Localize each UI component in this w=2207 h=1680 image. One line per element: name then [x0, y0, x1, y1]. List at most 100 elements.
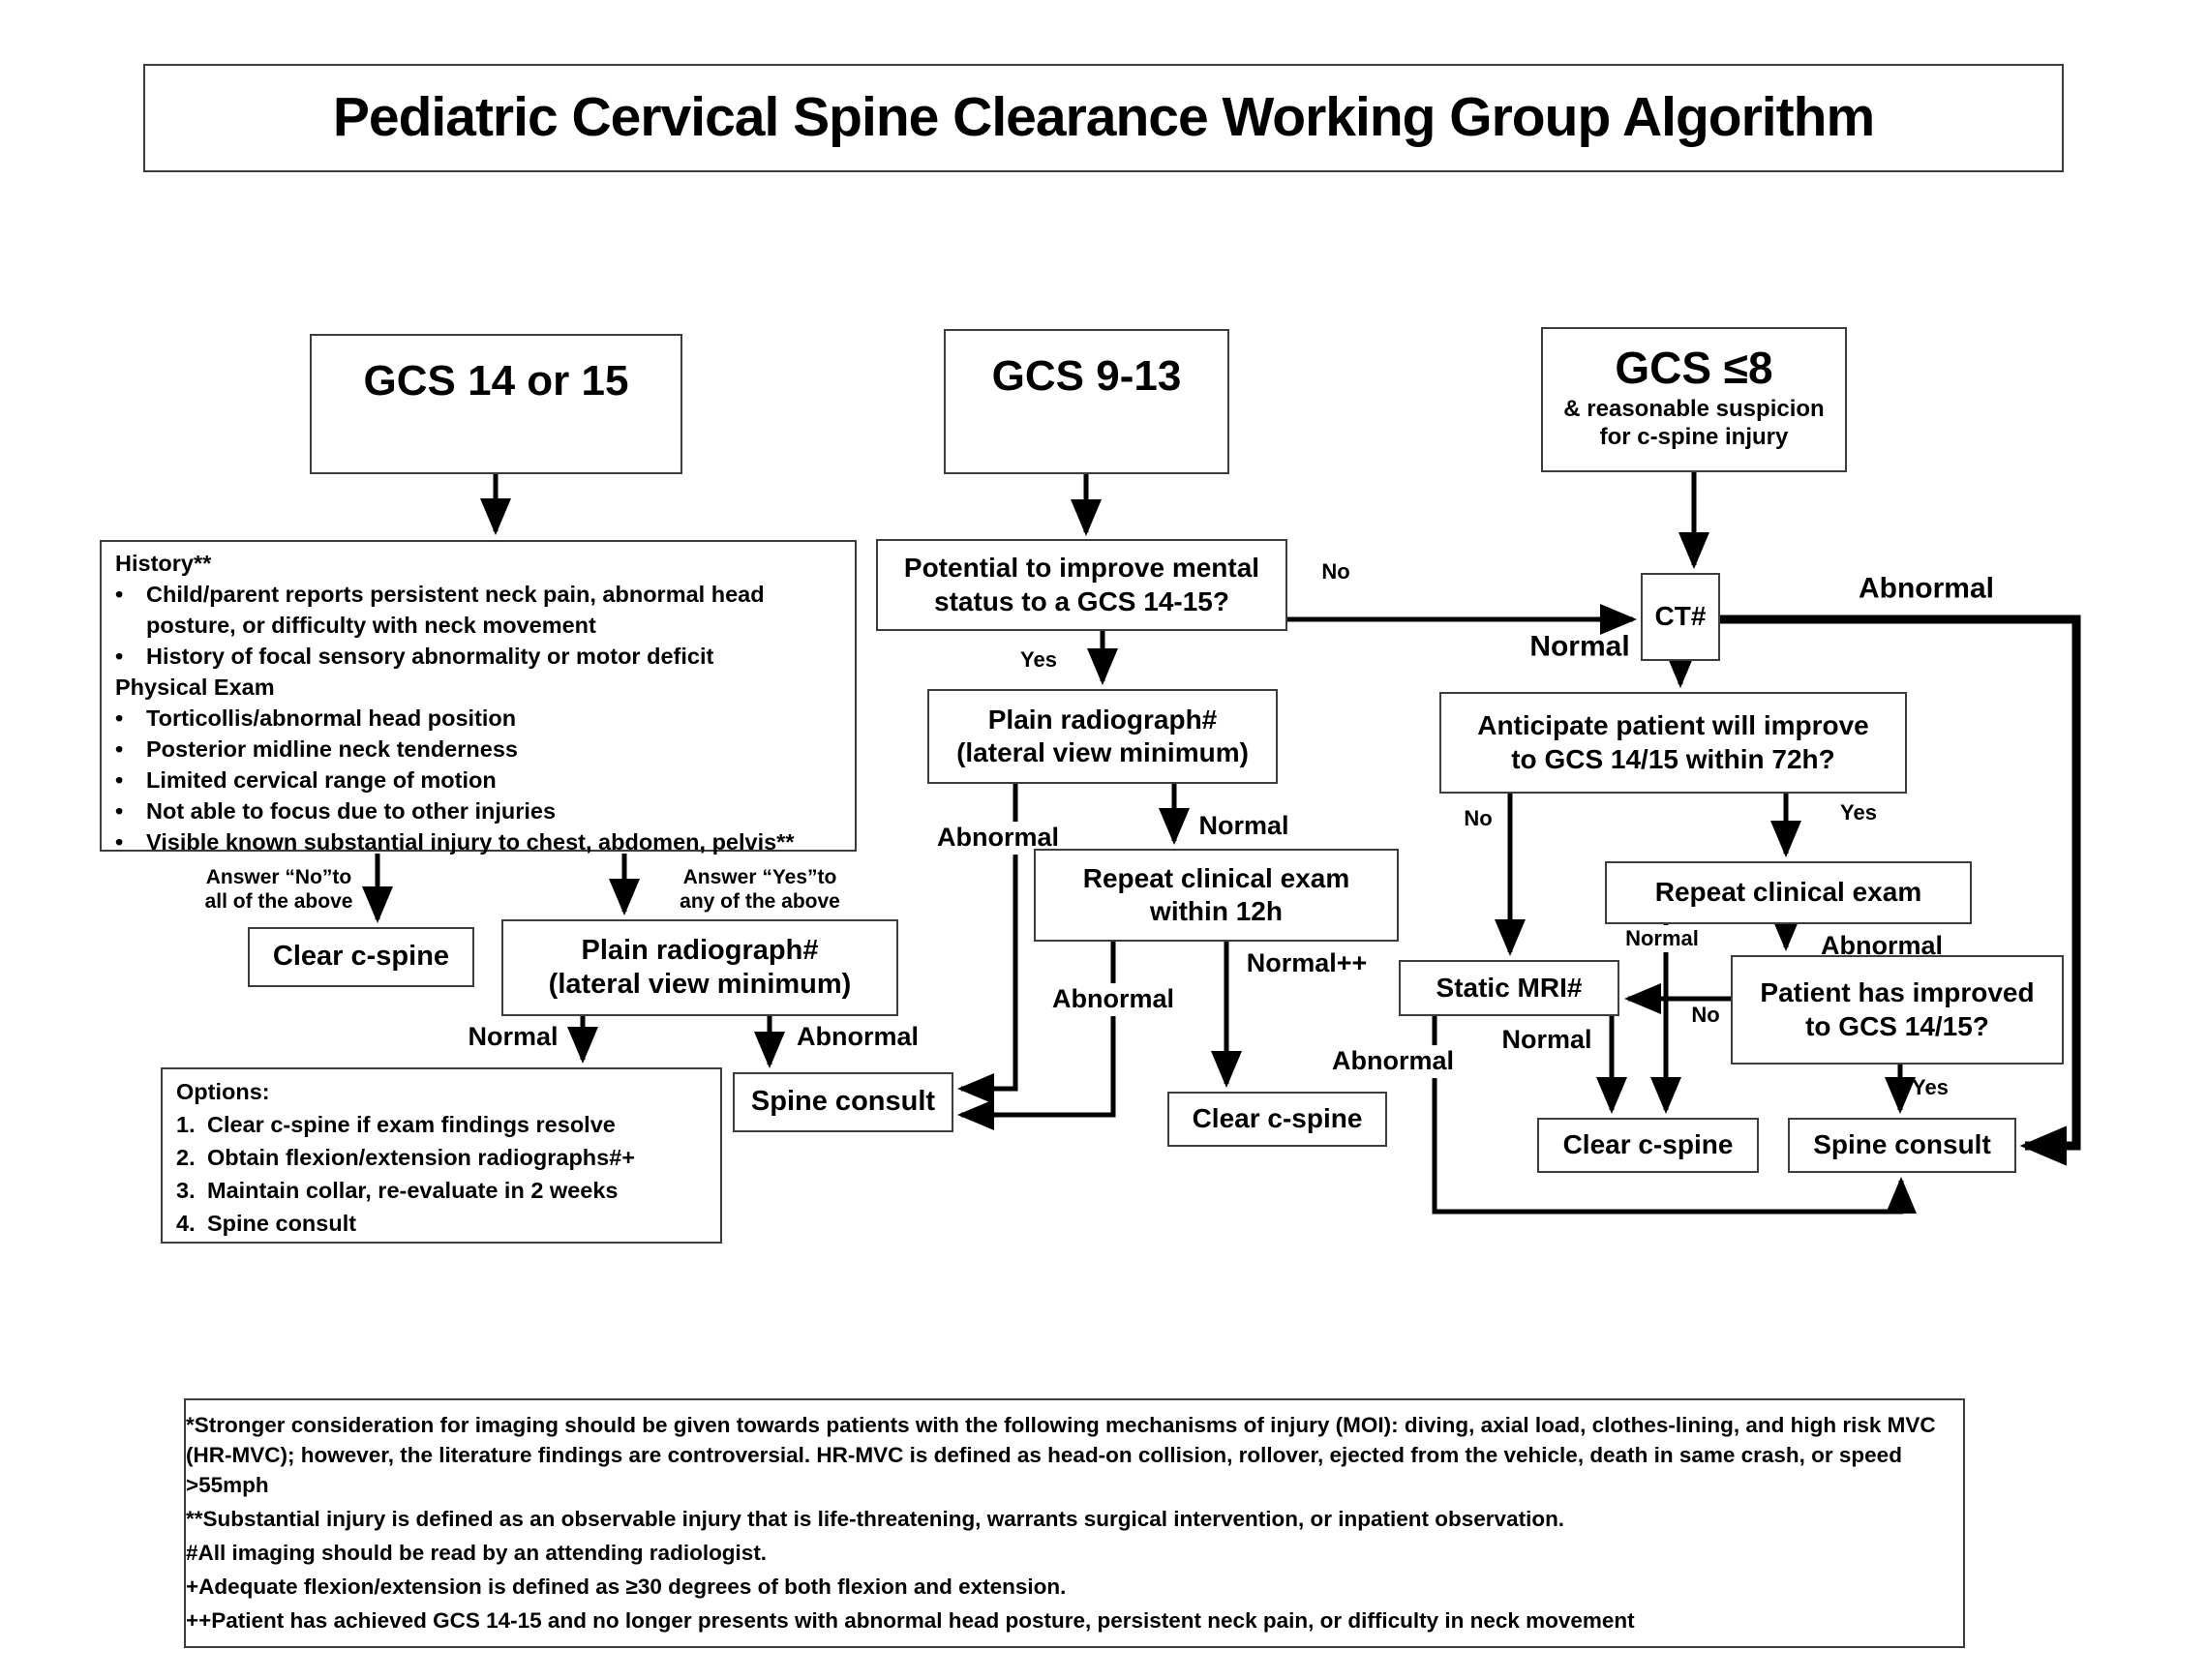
node-gcs-le-8-line: GCS ≤8: [1615, 343, 1773, 393]
node-options-line: Options:: [176, 1079, 270, 1104]
list-marker: 1.: [176, 1112, 196, 1137]
edge-label-no-mid: No: [1321, 559, 1350, 585]
list-marker: •: [115, 798, 124, 824]
node-history-line: History of focal sensory abnormality or …: [146, 644, 714, 669]
node-history-line: Visible known substantial injury to ches…: [146, 829, 795, 855]
node-history-line: Limited cervical range of motion: [146, 767, 497, 793]
node-gcs-9-13-line: GCS 9-13: [991, 352, 1182, 400]
node-ct: CT#: [1641, 573, 1720, 661]
edge-label-normal-mri: Normal: [1501, 1025, 1592, 1055]
edge-label-abnormal-mri: Abnormal: [1325, 1045, 1461, 1078]
node-footnotes-line: ++Patient has achieved GCS 14-15 and no …: [186, 1608, 1635, 1633]
node-gcs-le-8-line: for c-spine injury: [1599, 424, 1789, 451]
node-repeat-exam-right-line: Repeat clinical exam: [1654, 877, 1922, 908]
edge-label-no-right-2: No: [1691, 1003, 1720, 1028]
node-clear-cspine-mid-line: Clear c-spine: [1192, 1103, 1363, 1134]
list-marker: 4.: [176, 1211, 196, 1236]
node-footnotes-line: *Stronger consideration for imaging shou…: [186, 1413, 1936, 1497]
node-plain-radiograph-left: Plain radiograph#(lateral view minimum): [501, 919, 898, 1016]
node-spine-consult-left-line: Spine consult: [750, 1086, 936, 1118]
list-marker: •: [115, 829, 124, 855]
node-options-line: Maintain collar, re-evaluate in 2 weeks: [207, 1178, 619, 1203]
node-static-mri: Static MRI#: [1399, 960, 1619, 1016]
node-potential-improve-line: Potential to improve mental: [903, 553, 1260, 584]
node-anticipate-line: Anticipate patient will improve: [1477, 710, 1869, 741]
node-patient-improved-line: to GCS 14/15?: [1805, 1010, 1989, 1041]
page-title: Pediatric Cervical Spine Clearance Worki…: [143, 64, 2064, 172]
node-options-line: Spine consult: [207, 1211, 357, 1236]
node-footnotes-line: **Substantial injury is defined as an ob…: [186, 1507, 1565, 1531]
node-plain-radiograph-left-line: (lateral view minimum): [548, 969, 852, 1000]
edge-label-normal-left: Normal: [468, 1022, 559, 1052]
node-footnotes-line: +Adequate flexion/extension is defined a…: [186, 1575, 1067, 1599]
edge-label-abnormal-mid-left: Abnormal: [930, 822, 1066, 855]
node-gcs-le-8-line: & reasonable suspicion: [1563, 396, 1825, 423]
node-gcs-9-13: GCS 9-13: [944, 329, 1229, 474]
edge-label-normal-ct: Normal: [1529, 630, 1630, 663]
node-history-line: Physical Exam: [115, 675, 275, 700]
node-plain-radiograph-left-line: Plain radiograph#: [581, 934, 819, 966]
edge-label-yes-right-2: Yes: [1912, 1075, 1949, 1100]
edge-label-abnormal-mid-2: Abnormal: [1045, 983, 1181, 1016]
node-potential-improve-line: status to a GCS 14-15?: [934, 585, 1229, 616]
node-spine-consult-right: Spine consult: [1788, 1118, 2016, 1173]
node-plain-radiograph-mid-line: (lateral view minimum): [956, 737, 1249, 767]
node-repeat-exam-right: Repeat clinical exam: [1605, 861, 1972, 924]
node-history-line: History**: [115, 551, 212, 576]
node-history-line: Torticollis/abnormal head position: [146, 705, 517, 731]
node-gcs-14-15-line: GCS 14 or 15: [363, 357, 629, 405]
node-options-line: Obtain flexion/extension radiographs#+: [207, 1145, 636, 1170]
list-marker: •: [115, 705, 124, 731]
edge-label-abnormal-top-right: Abnormal: [1858, 572, 1995, 605]
node-plain-radiograph-mid-line: Plain radiograph#: [987, 704, 1218, 735]
node-static-mri-line: Static MRI#: [1436, 972, 1583, 1003]
node-spine-consult-right-line: Spine consult: [1813, 1129, 1991, 1160]
node-repeat-exam-12h-line: within 12h: [1150, 896, 1283, 926]
edge-ct-abnormal-to-spineright: [1720, 615, 2081, 1166]
list-marker: 3.: [176, 1178, 196, 1203]
node-clear-cspine-right-line: Clear c-spine: [1562, 1129, 1734, 1160]
node-patient-improved-line: Patient has improved: [1760, 977, 2035, 1008]
node-clear-cspine-right: Clear c-spine: [1537, 1118, 1759, 1173]
node-options: Options: 1. Clear c-spine if exam findings…: [161, 1067, 722, 1244]
node-gcs-14-15: GCS 14 or 15: [310, 334, 682, 474]
node-footnotes-line: #All imaging should be read by an attend…: [186, 1541, 768, 1565]
node-clear-cspine-left: Clear c-spine: [248, 927, 474, 987]
list-marker: 2.: [176, 1145, 196, 1170]
edge-label-normal-mid: Normal: [1198, 811, 1289, 841]
node-history-line: posture, or difficulty with neck movemen…: [146, 613, 596, 638]
edge-label-normal-plus-plus: Normal++: [1246, 948, 1368, 978]
node-footnotes: *Stronger consideration for imaging shou…: [184, 1398, 1965, 1648]
edge-label-answer-yes: Answer “Yes”to any of the above: [680, 866, 840, 913]
node-clear-cspine-left-line: Clear c-spine: [272, 941, 450, 973]
node-options-line: Clear c-spine if exam findings resolve: [207, 1112, 616, 1137]
node-history-line: Child/parent reports persistent neck pai…: [146, 582, 765, 607]
list-marker: •: [115, 736, 124, 762]
edge-label-normal-right-1: Normal: [1619, 925, 1705, 952]
node-repeat-exam-12h-line: Repeat clinical exam: [1082, 862, 1350, 893]
list-marker: •: [115, 582, 124, 607]
edge-label-yes-mid: Yes: [1020, 647, 1057, 673]
node-spine-consult-left: Spine consult: [733, 1072, 953, 1132]
list-marker: [102, 610, 146, 641]
node-history-line: Not able to focus due to other injuries: [146, 798, 557, 824]
node-ct-line: CT#: [1654, 601, 1707, 632]
list-marker: •: [115, 644, 124, 669]
node-history-line: Posterior midline neck tenderness: [146, 736, 518, 762]
node-anticipate-line: to GCS 14/15 within 72h?: [1511, 743, 1835, 774]
edge-plainmid-abnormal-to-spine: [957, 784, 1018, 1105]
node-clear-cspine-mid: Clear c-spine: [1167, 1092, 1387, 1147]
node-plain-radiograph-mid: Plain radiograph#(lateral view minimum): [927, 689, 1278, 784]
list-marker: •: [115, 767, 124, 793]
edge-mri-abnormal-to-spineright: [1432, 1016, 1917, 1215]
node-history: History** • Child/parent reports persisten…: [100, 540, 857, 855]
edge-label-no-right: No: [1464, 806, 1493, 831]
edge-label-abnormal-left: Abnormal: [796, 1022, 920, 1052]
edge-label-yes-right: Yes: [1840, 800, 1877, 825]
